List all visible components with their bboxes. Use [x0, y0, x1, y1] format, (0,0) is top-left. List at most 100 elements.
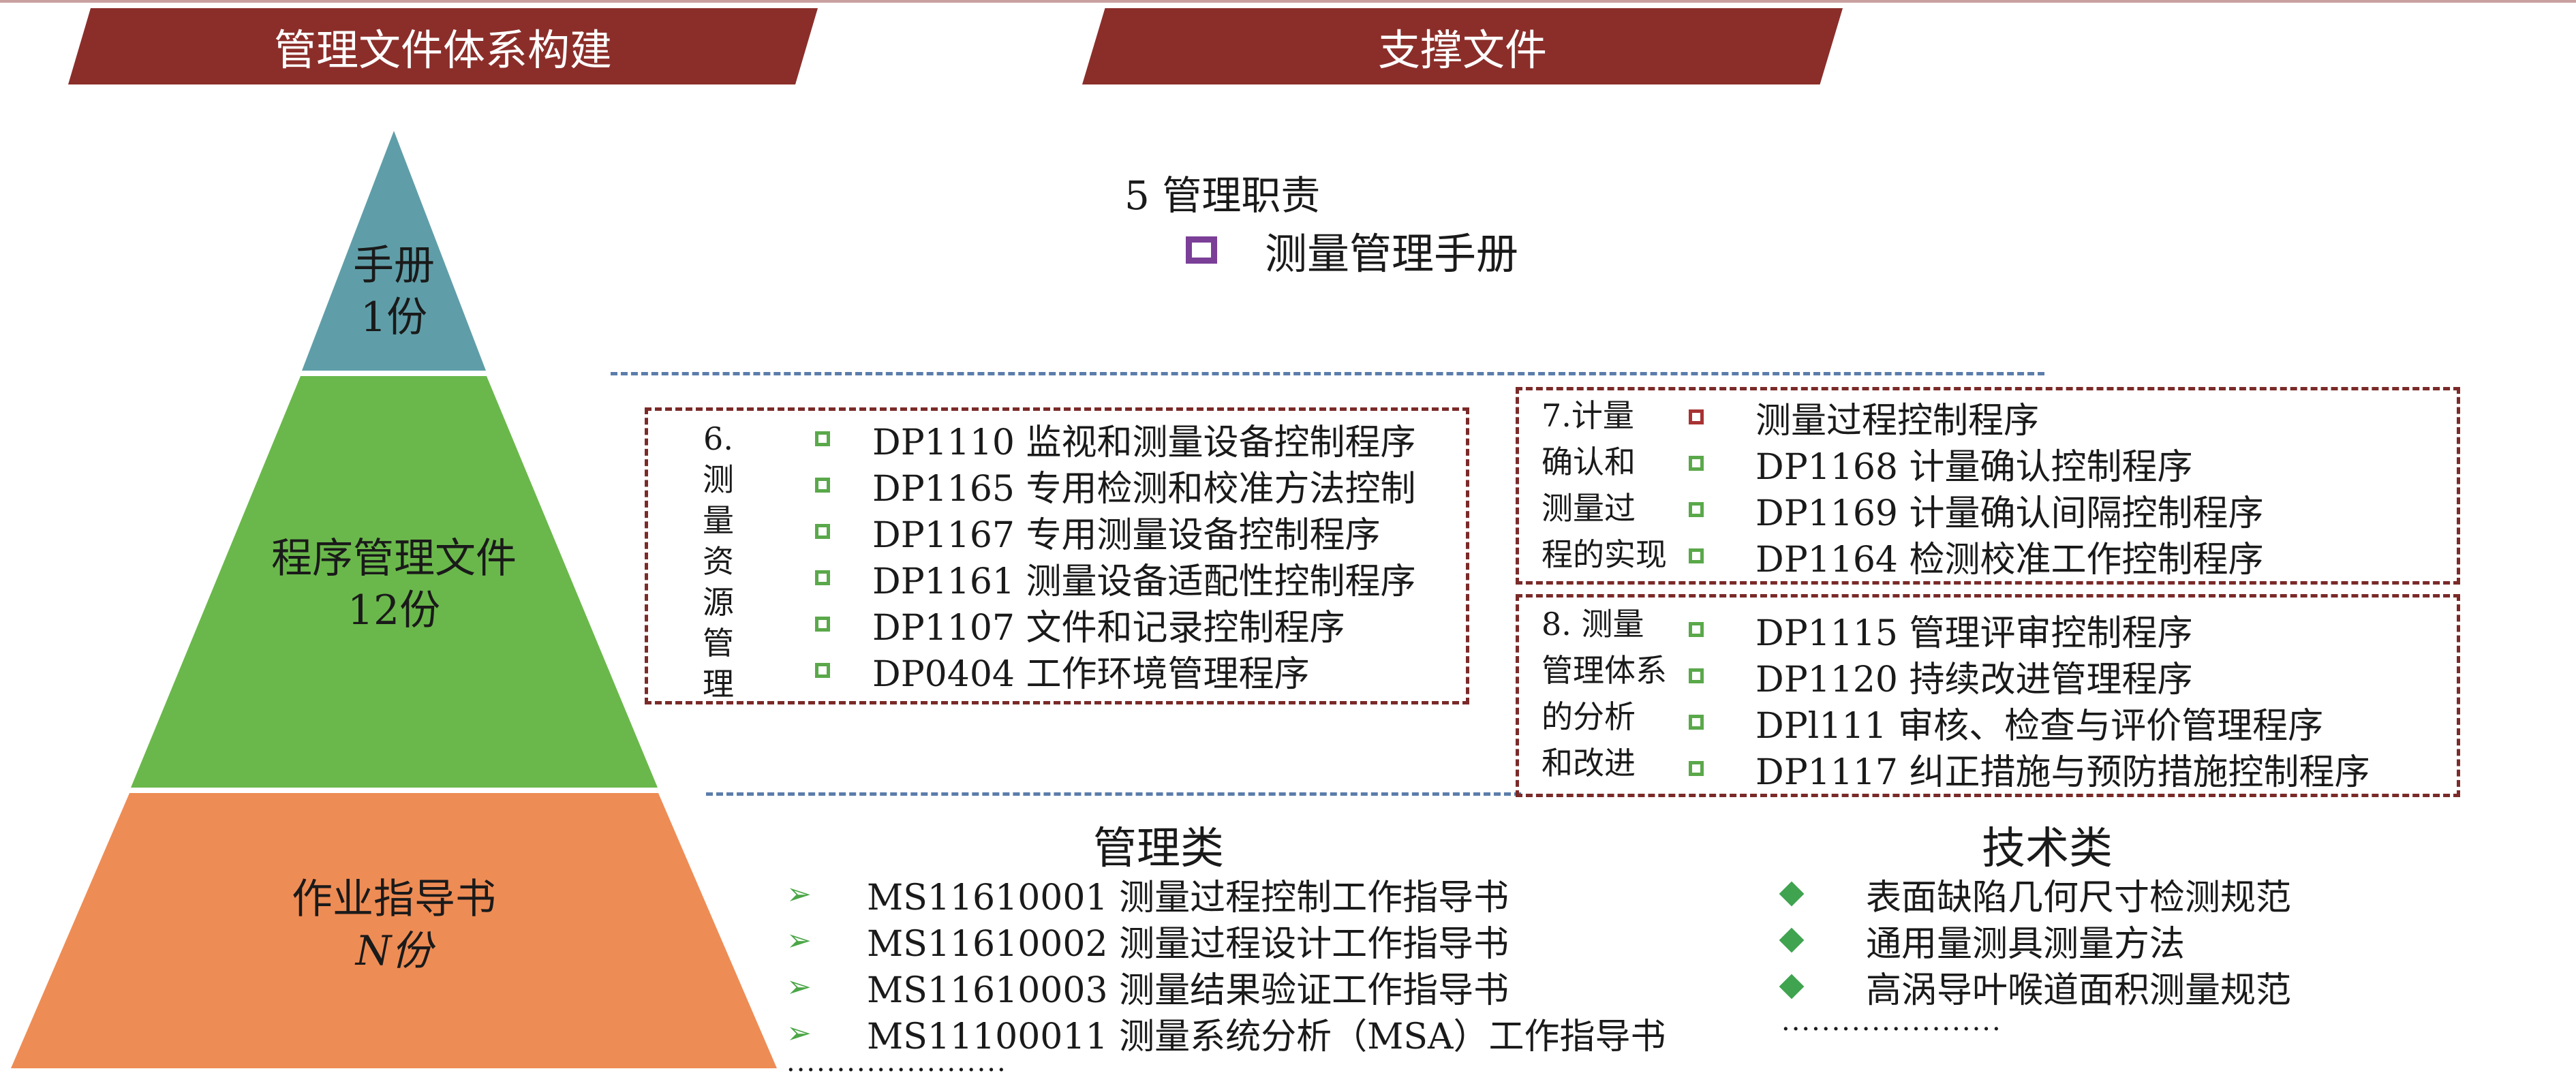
section-8-box — [1516, 594, 2460, 797]
section-7-label-line: 程的实现 — [1542, 536, 1667, 573]
section-7-label-line: 7.计量 — [1542, 397, 1634, 434]
square-bullet-icon — [1689, 668, 1704, 683]
section-6-label-char: 管 — [703, 625, 734, 662]
list-item: DP1167 专用测量设备控制程序 — [815, 508, 1416, 556]
diamond-bullet-icon — [1779, 927, 1805, 953]
square-bullet-icon — [815, 524, 830, 539]
list-item-text: DP0404 工作环境管理程序 — [872, 653, 1310, 695]
section-8-label-line: 8. 测量 — [1542, 606, 1644, 642]
square-bullet-icon — [815, 663, 830, 678]
list-item: 高涡导叶喉道面积测量规范 — [1775, 963, 2291, 1011]
manual-heading: 5 管理职责 — [1124, 172, 1321, 219]
list-item-text: DP1169 计量确认间隔控制程序 — [1755, 493, 2264, 534]
section-6-label-char: 测 — [703, 461, 734, 498]
section-6-label-char: 资 — [703, 543, 734, 580]
square-bullet-icon — [1689, 761, 1704, 776]
banner-supporting-documents: 支撑文件 — [1082, 8, 1843, 84]
list-item-text: DP1165 专用检测和校准方法控制 — [872, 468, 1416, 510]
list-item: ➢MS11100011 测量系统分析（MSA）工作指导书 — [786, 1010, 1666, 1057]
list-item: DP1107 文件和记录控制程序 — [815, 601, 1416, 649]
section-6-label-char: 源 — [703, 584, 734, 621]
section-6-label-char: 理 — [703, 666, 734, 702]
section-8-label: 8. 测量 管理体系 的分析 和改进 — [1542, 604, 1667, 789]
square-bullet-icon — [1689, 502, 1704, 517]
list-item-text: MS11610003 测量结果验证工作指导书 — [867, 969, 1509, 1011]
list-item: DP1161 测量设备适配性控制程序 — [815, 555, 1416, 602]
list-item: DP1115 管理评审控制程序 — [1689, 606, 2370, 654]
banner-right-text: 支撑文件 — [1377, 25, 1547, 75]
square-bullet-icon — [1186, 236, 1217, 264]
manual-item: 测量管理手册 — [1186, 219, 1518, 281]
manual-item-text: 测量管理手册 — [1265, 229, 1519, 279]
section-8-label-line: 和改进 — [1542, 745, 1636, 781]
technical-list: 表面缺陷几何尺寸检测规范 通用量测具测量方法 高涡导叶喉道面积测量规范 — [1775, 871, 2292, 1011]
pyramid-middle-line2: 12份 — [347, 587, 441, 634]
list-item: DP1164 检测校准工作控制程序 — [1689, 533, 2264, 580]
section-7-label: 7.计量 确认和 测量过 程的实现 — [1542, 395, 1667, 580]
list-item-text: MS11610001 测量过程控制工作指导书 — [867, 877, 1509, 918]
arrow-bullet-icon: ➢ — [786, 922, 812, 958]
section-8-list: DP1115 管理评审控制程序 DP1120 持续改进管理程序 DPl111 审… — [1689, 606, 2370, 793]
pyramid-top-line1: 手册 — [353, 242, 435, 290]
list-item-text: 表面缺陷几何尺寸检测规范 — [1866, 877, 2292, 918]
list-item-text: DP1107 文件和记录控制程序 — [872, 607, 1345, 649]
list-item: 通用量测具测量方法 — [1775, 917, 2291, 965]
square-bullet-icon — [1689, 622, 1704, 637]
section-8-label-line: 管理体系 — [1542, 652, 1667, 689]
square-bullet-icon — [815, 570, 830, 585]
list-item: DPl111 审核、检查与评价管理程序 — [1689, 699, 2370, 747]
list-item-text: DP1120 持续改进管理程序 — [1755, 659, 2193, 700]
list-item: DP1168 计量确认控制程序 — [1689, 440, 2264, 488]
arrow-bullet-icon: ➢ — [786, 876, 812, 912]
section-7-label-line: 确认和 — [1542, 444, 1636, 480]
pyramid-tier-bottom — [11, 793, 777, 1068]
management-more: ······················ — [786, 1055, 1007, 1086]
pyramid-bottom-line1: 作业指导书 — [292, 875, 496, 923]
list-item: DP1110 监视和测量设备控制程序 — [815, 416, 1416, 463]
list-item-text: DP1115 管理评审控制程序 — [1755, 612, 2193, 654]
square-bullet-icon — [1689, 409, 1704, 424]
diamond-bullet-icon — [1779, 881, 1805, 907]
list-item-text: 通用量测具测量方法 — [1866, 923, 2186, 965]
list-item: DP1120 持续改进管理程序 — [1689, 653, 2370, 700]
list-item: DP1165 专用检测和校准方法控制 — [815, 462, 1416, 510]
list-item-text: DP1167 专用测量设备控制程序 — [872, 514, 1381, 556]
list-item-text: DP1110 监视和测量设备控制程序 — [872, 422, 1416, 463]
square-bullet-icon — [1689, 715, 1704, 730]
arrow-bullet-icon: ➢ — [786, 969, 812, 1004]
list-item-text: DP1168 计量确认控制程序 — [1755, 446, 2193, 488]
banner-management-system: 管理文件体系构建 — [68, 8, 818, 84]
list-item-text: DP1161 测量设备适配性控制程序 — [872, 561, 1416, 602]
square-bullet-icon — [815, 431, 830, 446]
management-title: 管理类 — [1093, 824, 1224, 874]
square-bullet-icon — [815, 617, 830, 632]
section-7-list: 测量过程控制程序 DP1168 计量确认控制程序 DP1169 计量确认间隔控制… — [1689, 394, 2264, 580]
list-item: DP1169 计量确认间隔控制程序 — [1689, 486, 2264, 534]
pyramid-bottom-line2: N份 — [355, 927, 433, 975]
list-item: ➢ MS11610003 测量结果验证工作指导书 — [786, 963, 1666, 1011]
square-bullet-icon — [815, 478, 830, 493]
pyramid-middle-line1: 程序管理文件 — [271, 535, 517, 583]
list-item-text: MS11100011 测量系统分析（MSA）工作指导书 — [867, 1016, 1666, 1057]
top-rule — [0, 0, 2576, 3]
technical-more: ······················ — [1781, 1014, 2002, 1045]
section-7-box — [1516, 387, 2460, 585]
list-item-text: DP1164 检测校准工作控制程序 — [1755, 539, 2264, 580]
section-8-label-line: 的分析 — [1542, 698, 1636, 735]
pyramid-tier-middle — [131, 376, 658, 788]
section-6-label-char: 6. — [703, 420, 733, 457]
technical-title: 技术类 — [1982, 824, 2113, 874]
list-item: 测量过程控制程序 — [1689, 394, 2264, 441]
list-item: ➢ MS11610001 测量过程控制工作指导书 — [786, 871, 1666, 918]
pyramid-top-label: 手册 1份 — [326, 240, 462, 343]
pyramid-tier-top — [302, 131, 486, 371]
pyramid-bottom-label: 作业指导书 N份 — [224, 873, 564, 977]
list-item-text: DPl111 审核、检查与评价管理程序 — [1755, 705, 2324, 747]
list-item: ➢MS11610002 测量过程设计工作指导书 — [786, 917, 1666, 965]
list-item-text: 测量过程控制程序 — [1755, 400, 2040, 441]
list-item: DP0404 工作环境管理程序 — [815, 647, 1416, 695]
pyramid-middle-label: 程序管理文件 12份 — [224, 533, 564, 636]
list-item: 表面缺陷几何尺寸检测规范 — [1775, 871, 2292, 918]
section-6-box — [645, 407, 1469, 704]
separator-upper — [611, 372, 2044, 375]
